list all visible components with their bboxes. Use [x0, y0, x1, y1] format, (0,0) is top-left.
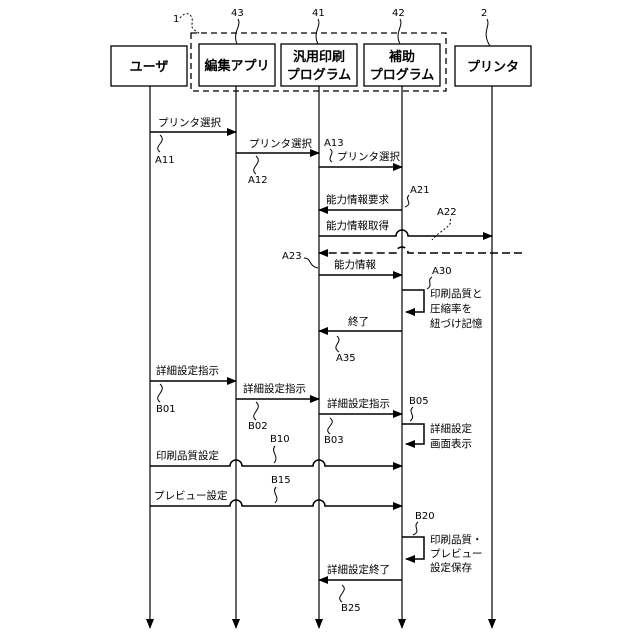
msg-b15-label: プレビュー設定 — [154, 489, 228, 502]
ref-b20-leader — [413, 522, 418, 535]
ref-a12: A12 — [248, 175, 268, 186]
msg-b03-label: 詳細設定指示 — [327, 397, 390, 410]
ref-b10-leader — [274, 446, 276, 463]
ref-a22-leader — [432, 219, 451, 240]
ref-b01: B01 — [156, 404, 176, 415]
msg-a35-label: 終了 — [348, 315, 369, 328]
ref-b01-leader — [158, 384, 163, 402]
msg-a11-label: プリンタ選択 — [158, 116, 221, 129]
ref-b10: B10 — [270, 434, 290, 445]
self-b20-bracket — [402, 537, 424, 559]
ref-b25-leader — [340, 585, 345, 602]
msg-a13-label: プリンタ選択 — [337, 150, 400, 163]
msg-b10-label: 印刷品質設定 — [156, 449, 219, 462]
ref-a21: A21 — [410, 185, 430, 196]
ref-printer: 2 — [481, 8, 487, 19]
ref-a23: A23 — [282, 251, 302, 262]
ref-generic: 41 — [312, 8, 325, 19]
actor-aux-box: 補助 プログラム — [364, 44, 440, 86]
ref-a21-leader — [405, 195, 409, 207]
msg-a12-label: プリンタ選択 — [249, 137, 312, 150]
ref-app-leader — [236, 19, 239, 44]
ref-b05: B05 — [409, 396, 429, 407]
ref-a13: A13 — [324, 138, 344, 149]
self-b05-bracket — [402, 424, 424, 444]
msg-a23-label: 能力情報 — [334, 258, 376, 271]
self-b20-note-line1: 印刷品質・ — [430, 533, 483, 546]
ref-b02-leader — [254, 402, 259, 420]
ref-b03-leader — [328, 418, 333, 434]
ref-aux-leader — [398, 19, 401, 44]
actor-generic-label-line2: プログラム — [287, 67, 352, 83]
self-a30-note-line2: 圧縮率を — [430, 302, 472, 315]
ref-b15-leader — [275, 487, 277, 503]
ref-a35-leader — [336, 336, 339, 352]
msg-b25-label: 詳細設定終了 — [327, 563, 390, 576]
self-b05-note-line2: 画面表示 — [430, 437, 472, 450]
ref-a23-leader — [304, 258, 318, 268]
ref-b15: B15 — [271, 475, 291, 486]
ref-b03: B03 — [324, 435, 344, 446]
ref-a12-leader — [254, 156, 259, 174]
ref-b20: B20 — [415, 511, 435, 522]
ref-b25: B25 — [341, 603, 361, 614]
ref-a30: A30 — [432, 266, 452, 277]
actor-generic-label-line1: 汎用印刷 — [293, 49, 345, 65]
ref-group: 1 — [173, 14, 179, 25]
self-b05-note-line1: 詳細設定 — [430, 422, 472, 435]
self-a30-bracket — [402, 290, 424, 312]
ref-app: 43 — [231, 8, 244, 19]
self-b20-note-line2: プレビュー — [430, 548, 483, 560]
actor-printer-label: プリンタ — [467, 60, 519, 75]
msg-b02-label: 詳細設定指示 — [243, 382, 306, 395]
actor-generic-box: 汎用印刷 プログラム — [281, 44, 357, 86]
actor-user-box: ユーザ — [111, 46, 187, 86]
ref-b02: B02 — [248, 421, 268, 432]
ref-a11: A11 — [155, 155, 175, 166]
actor-app-box: 編集アプリ — [199, 44, 275, 86]
ref-group-leader — [180, 14, 199, 34]
msg-a21-label: 能力情報要求 — [326, 193, 389, 206]
self-b20-note-line3: 設定保存 — [430, 561, 472, 574]
ref-generic-leader — [316, 19, 319, 44]
ref-a13-leader — [330, 149, 332, 162]
ref-printer-leader — [486, 19, 490, 46]
actor-aux-label-line1: 補助 — [388, 49, 415, 65]
ref-b05-leader — [410, 407, 413, 421]
ref-aux: 42 — [392, 8, 405, 19]
msg-a22-label: 能力情報取得 — [326, 219, 389, 232]
actor-app-label: 編集アプリ — [204, 58, 269, 74]
ref-a11-leader — [158, 135, 163, 152]
msg-b01-label: 詳細設定指示 — [156, 364, 219, 377]
actor-printer-box: プリンタ — [455, 46, 531, 86]
ref-a22: A22 — [437, 207, 457, 218]
self-a30-note-line1: 印刷品質と — [430, 287, 483, 300]
actor-aux-label-line2: プログラム — [370, 67, 435, 83]
ref-a35: A35 — [336, 353, 356, 364]
actor-user-label: ユーザ — [130, 60, 169, 75]
self-a30-note-line3: 紐づけ記憶 — [430, 317, 483, 330]
